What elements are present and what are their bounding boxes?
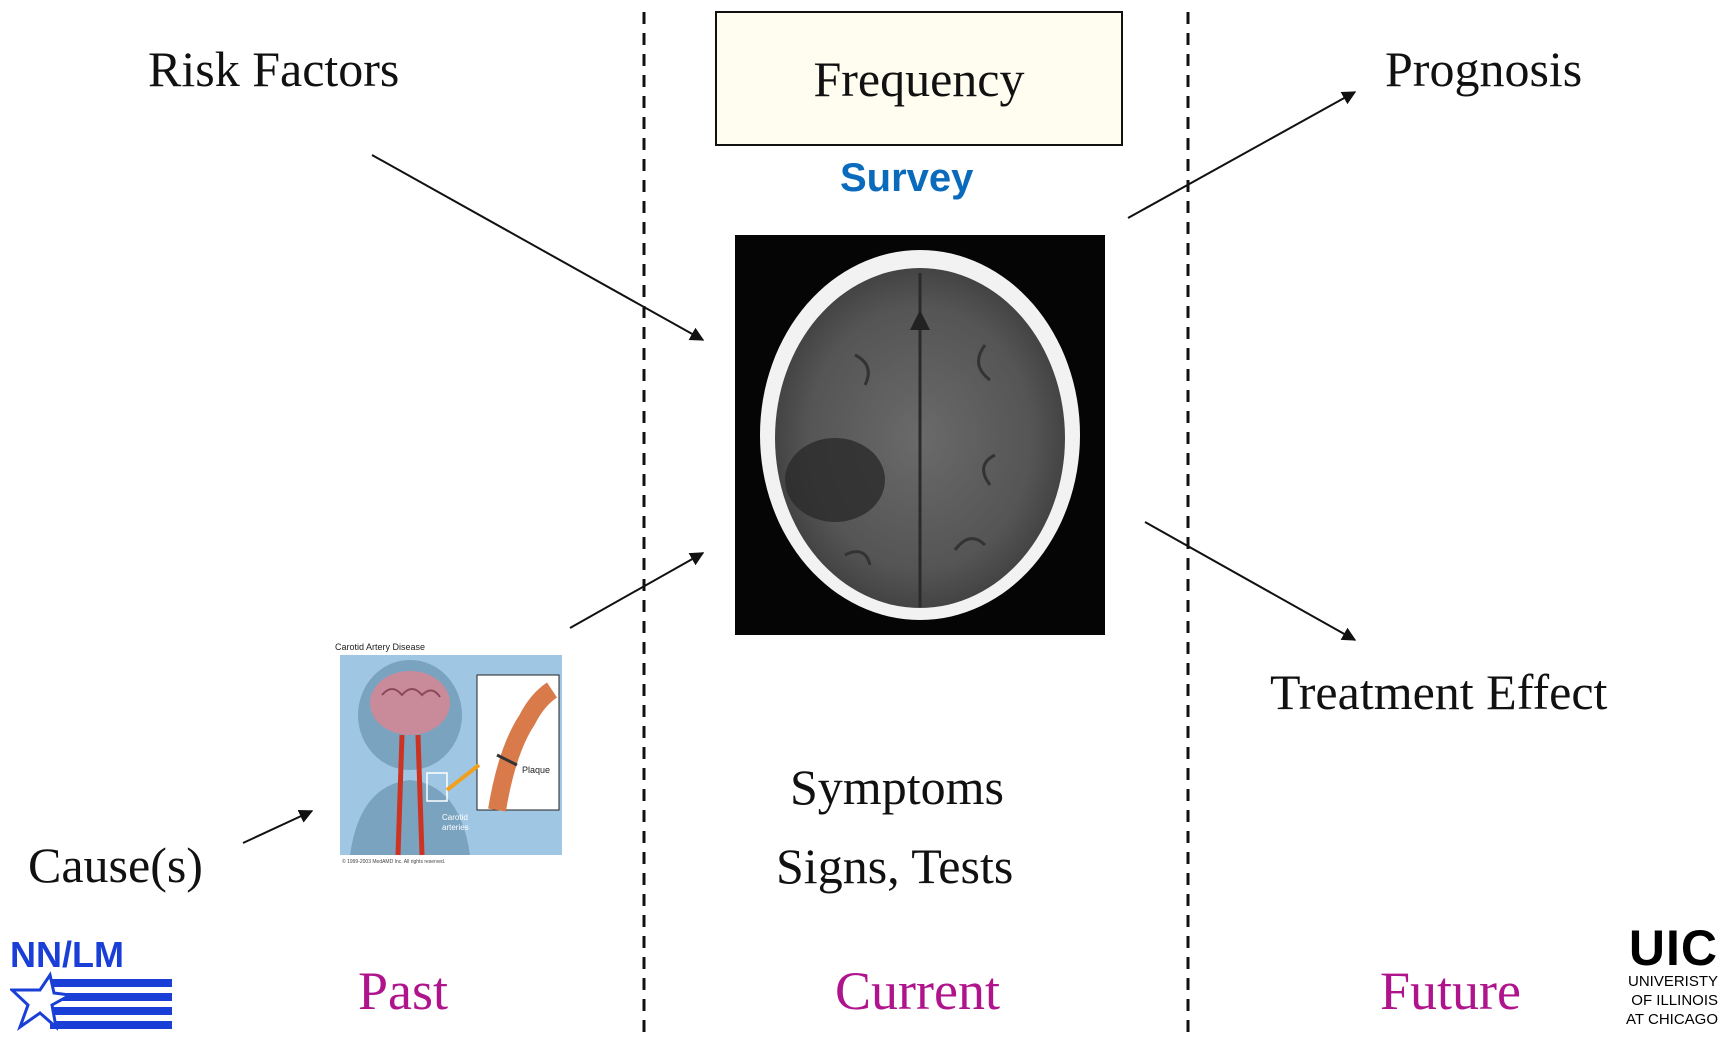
arrow-treatment-effect — [1144, 521, 1357, 641]
uic-line-1: UNIVERISTY — [1627, 973, 1718, 990]
brain-ct-scan-image — [735, 235, 1105, 635]
timeline-current: Current — [835, 961, 1000, 1021]
frequency-box: Frequency — [715, 11, 1123, 146]
carotid-copyright: © 1999-2003 MedAMD Inc. All rights reser… — [342, 858, 445, 865]
treatment-effect-label: Treatment Effect — [1270, 664, 1608, 720]
nnlm-logo: NN/LM — [8, 934, 172, 1035]
arrow-carotid-to-scan — [569, 552, 705, 629]
carotid-illustration: Plaque Carotid arteries © 1999-2003 MedA… — [340, 655, 562, 865]
timeline-past: Past — [358, 961, 449, 1021]
frequency-label: Frequency — [813, 50, 1025, 107]
signs-tests-label: Signs, Tests — [776, 838, 1014, 894]
carotid-label: Carotid — [442, 813, 468, 822]
survey-label: Survey — [840, 156, 974, 200]
carotid-figure-title: Carotid Artery Disease — [335, 642, 426, 652]
arteries-label: arteries — [442, 823, 469, 832]
arrow-prognosis — [1127, 91, 1357, 219]
arrow-risk-factors — [371, 154, 705, 341]
uic-line-3: AT CHICAGO — [1626, 1011, 1718, 1028]
uic-line-2: OF ILLINOIS — [1631, 992, 1718, 1009]
carotid-artery-figure: Carotid Artery Disease Plaque Carotid ar… — [332, 642, 570, 867]
arrow-causes — [242, 809, 314, 844]
uic-logo-mark: UIC — [1628, 920, 1718, 976]
prognosis-label: Prognosis — [1385, 41, 1583, 97]
timeline-future: Future — [1380, 961, 1521, 1021]
carotid-plaque-label: Plaque — [522, 765, 550, 775]
causes-label: Cause(s) — [28, 837, 203, 893]
symptoms-label: Symptoms — [790, 759, 1004, 815]
risk-factors-label: Risk Factors — [148, 41, 400, 97]
uic-logo: UIC UNIVERISTY OF ILLINOIS AT CHICAGO — [1580, 920, 1720, 1038]
nnlm-logo-text: NN/LM — [10, 935, 124, 975]
